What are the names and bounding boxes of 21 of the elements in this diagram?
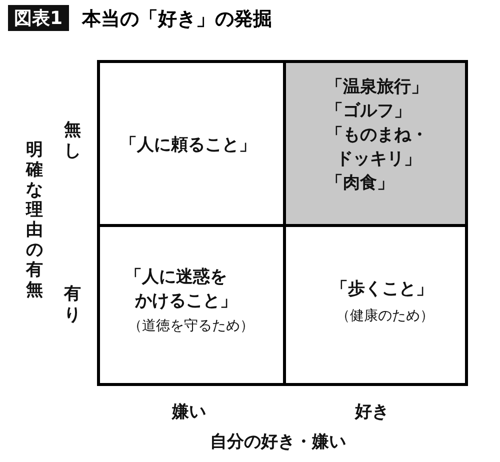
item-text: 「肉食」: [326, 172, 395, 195]
quadrant-box: [283, 224, 468, 386]
note-text: （健康のため）: [336, 307, 434, 325]
axis-value: 嫌い: [172, 401, 206, 423]
item-text: 「ゴルフ」: [326, 100, 412, 123]
axis-title: 明確な理由の有無: [26, 140, 44, 300]
item-text: 「温泉旅行」: [326, 76, 429, 99]
quadrant-box: [283, 60, 468, 227]
axis-value: 好き: [355, 401, 389, 423]
item-text: 「歩くこと」: [331, 278, 433, 301]
axis-value: 無し: [64, 120, 82, 162]
axis-title: 自分の好き・嫌い: [210, 431, 346, 453]
quadrant-box: [97, 60, 286, 227]
item-text: 「ものまね・ドッキリ」: [326, 124, 429, 171]
item-text: 「人に迷惑をかけること」: [125, 266, 238, 313]
figure-badge: 図表1: [8, 5, 69, 31]
note-text: （道徳を守るため）: [128, 317, 254, 335]
title: 本当の「好き」の発掘: [82, 7, 272, 32]
axis-value: 有り: [64, 284, 82, 326]
item-text: 「人に頼ること」: [120, 134, 256, 157]
quadrant-box: [97, 224, 286, 386]
